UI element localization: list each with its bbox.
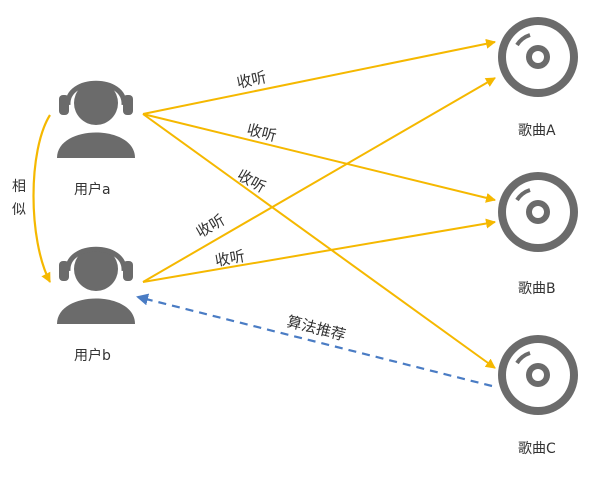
- edge-label-userb-songB: 收听: [214, 247, 247, 270]
- similarity-arrow: [32, 114, 51, 283]
- song-b-disc-icon: [498, 172, 578, 252]
- song-b-label: 歌曲B: [518, 281, 556, 297]
- edge-label-usera-songB: 收听: [245, 120, 278, 145]
- song-a-label: 歌曲A: [518, 123, 556, 139]
- edge-userb-songA: [142, 77, 496, 283]
- similarity-label-1: 相: [12, 179, 26, 195]
- song-c-label: 歌曲C: [518, 441, 556, 457]
- similarity-label-2: 似: [12, 202, 26, 218]
- user-b-label: 用户b: [74, 347, 111, 364]
- user-a-headset-icon: [57, 80, 135, 158]
- song-a-disc-icon: [498, 17, 578, 97]
- edge-usera-songB: [142, 113, 496, 203]
- edge-recommend-songC-userb: [136, 293, 493, 388]
- edge-userb-songB: [142, 218, 496, 283]
- user-b-headset-icon: [57, 246, 135, 324]
- user-a-label: 用户a: [74, 181, 111, 198]
- edge-label-usera-songA: 收听: [235, 68, 268, 92]
- song-c-disc-icon: [498, 335, 578, 415]
- edge-label-recommend: 算法推荐: [285, 312, 348, 344]
- edge-usera-songC: [142, 113, 496, 369]
- edge-usera-songA: [142, 38, 496, 115]
